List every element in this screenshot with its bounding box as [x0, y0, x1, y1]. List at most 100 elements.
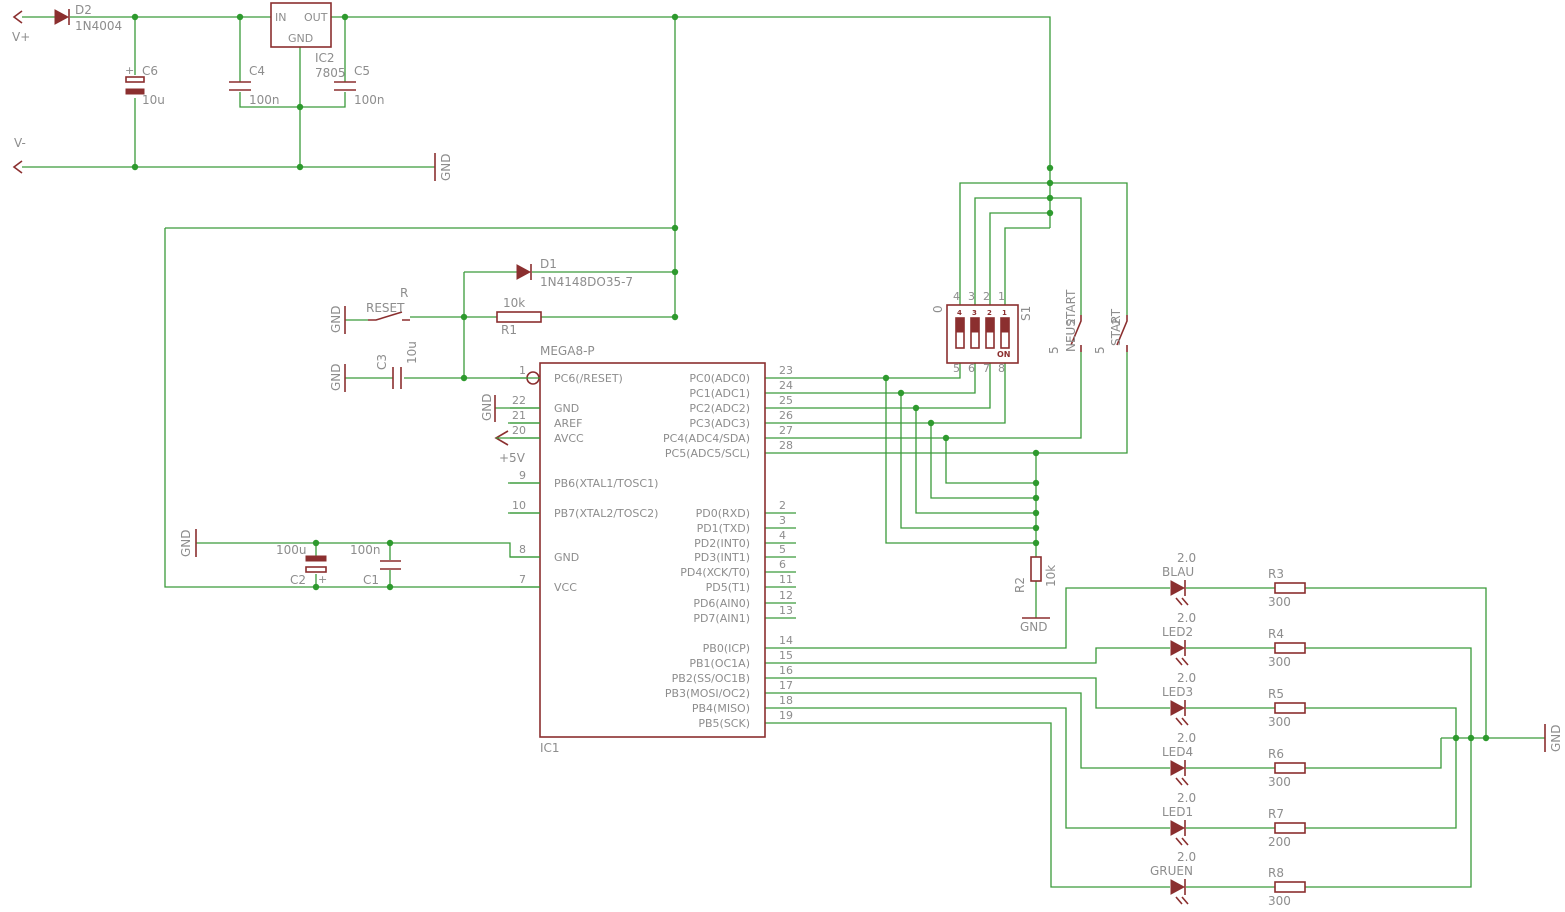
ic1-pin-num: 10	[512, 499, 526, 512]
dip-top-pin: 1	[998, 290, 1005, 303]
ic1-pin-label: PB5(SCK)	[698, 717, 750, 730]
supply-vplus: V+	[12, 10, 30, 44]
ic1-type: MEGA8-P	[540, 344, 595, 358]
r1-value: 10k	[503, 296, 525, 310]
regulator-ic2: IN OUT GND IC2 7805	[270, 2, 346, 80]
ic1-pin-label: PD4(XCK/T0)	[680, 566, 750, 579]
ic1-pin-label: AREF	[554, 417, 582, 430]
s1-on-label: ON	[997, 350, 1011, 359]
gnd-label-4: GND	[480, 393, 494, 421]
led-resistor	[1274, 822, 1306, 834]
dip-lever	[985, 317, 995, 333]
ic1-pin-label: PC5(ADC5/SCL)	[665, 447, 750, 460]
start-switch: START 5 2	[1093, 308, 1128, 354]
led-symbol	[1170, 760, 1186, 776]
c2-plus-sign: +	[318, 573, 327, 586]
dip-switch-num: 2	[987, 309, 992, 317]
ic1-pin-num: 4	[779, 529, 786, 542]
led-resistor-value: 300	[1268, 775, 1291, 789]
start-pin2: 2	[1110, 318, 1123, 325]
wires	[22, 16, 1545, 888]
ic1-pin-num: 16	[779, 664, 793, 677]
c1-name: C1	[363, 573, 379, 587]
resistor-r2: R2 10k GND	[1013, 556, 1058, 634]
ic1-pin-num: 18	[779, 694, 793, 707]
d2-value: 1N4004	[75, 19, 122, 33]
gnd-symbol-3: GND	[329, 363, 346, 392]
ic1-pin-label: PB6(XTAL1/TOSC1)	[554, 477, 658, 490]
ic1-pin-label: PD5(T1)	[706, 581, 750, 594]
ic2-value: 7805	[315, 66, 346, 80]
led-resistor	[1274, 762, 1306, 774]
d1-name: D1	[540, 257, 557, 271]
s1-name: S1	[1019, 306, 1033, 321]
ic1-pin-label: PD3(INT1)	[694, 551, 750, 564]
ic1-pin-num: 13	[779, 604, 793, 617]
c3-value: 10u	[405, 341, 419, 364]
ic1-pin-num: 28	[779, 439, 793, 452]
led-emission-icon	[1175, 837, 1189, 846]
c6-plus-sign: +	[125, 64, 134, 77]
ic1-pin-label: PD1(TXD)	[697, 522, 750, 535]
led-resistor-value: 200	[1268, 835, 1291, 849]
neustart-switch: NEUSTART 5 2	[1047, 289, 1082, 354]
gnd-label-2: GND	[329, 305, 343, 333]
capacitor-c2: + 100u C2	[276, 543, 327, 587]
ic1-pin-num: 20	[512, 424, 526, 437]
led-emission-icon	[1175, 717, 1189, 726]
ic1-pin-label: VCC	[554, 581, 577, 594]
c4-value: 100n	[249, 93, 280, 107]
led-symbol	[1170, 879, 1186, 895]
dip-bottom-pin: 5	[953, 362, 960, 375]
led-symbol	[1170, 820, 1186, 836]
ic1-pin-label: PB2(SS/OC1B)	[672, 672, 750, 685]
led-resistor-name: R5	[1268, 687, 1284, 701]
ic1-pin-num: 22	[512, 394, 526, 407]
c5-name: C5	[354, 64, 370, 78]
ic2-name: IC2	[315, 51, 335, 65]
dip-bottom-pin: 7	[983, 362, 990, 375]
ic1-pin-label: PC0(ADC0)	[689, 372, 750, 385]
d1-value: 1N4148DO35-7	[540, 275, 633, 289]
gnd-label-7: GND	[1549, 724, 1563, 752]
capacitor-c3: C3 10u	[375, 341, 419, 389]
ic1-pin-num: 8	[519, 543, 526, 556]
resistor-r1: 10k R1	[496, 296, 542, 337]
capacitor-c5: C5 100n	[334, 64, 385, 107]
led-resistor-value: 300	[1268, 894, 1291, 908]
led-resistor-value: 300	[1268, 715, 1291, 729]
led-value: 2.0	[1177, 731, 1196, 745]
capacitor-c4: C4 100n	[229, 64, 280, 107]
neustart-name: NEUSTART	[1064, 289, 1078, 352]
ic1-pin-label: PD6(AIN0)	[693, 597, 750, 610]
ic1-name: IC1	[540, 741, 560, 755]
vcc-symbol: +5V	[494, 430, 540, 465]
ic1-pin-label: PB3(MOSI/OC2)	[665, 687, 750, 700]
ic1-pin-label: PC2(ADC2)	[689, 402, 750, 415]
gnd-symbol-5: GND	[179, 529, 197, 557]
vplus-arrow-icon	[12, 10, 23, 24]
ic1-pin-num: 2	[779, 499, 786, 512]
ic1-pin-label: PD2(INT0)	[694, 537, 750, 550]
ic1-pin-num: 9	[519, 469, 526, 482]
gnd-symbol-7: GND	[1544, 724, 1563, 752]
ic1-pin-label: PD0(RXD)	[696, 507, 750, 520]
ic1-left-pins: 1PC6(/RESET)22GND21AREF20AVCC9PB6(XTAL1/…	[510, 364, 658, 594]
led-symbol	[1170, 640, 1186, 656]
reset-switch-ref: R	[400, 286, 408, 300]
dip-top-pin: 4	[953, 290, 960, 303]
ic1-pin-num: 25	[779, 394, 793, 407]
ic1-pin-num: 15	[779, 649, 793, 662]
c4-name: C4	[249, 64, 265, 78]
dip-switch-num: 4	[957, 309, 962, 317]
ic1-pin-num: 24	[779, 379, 793, 392]
led-name: LED3	[1162, 685, 1193, 699]
ic1-pin-num: 19	[779, 709, 793, 722]
vcc-label: +5V	[499, 451, 526, 465]
ic1-pin-num: 7	[519, 573, 526, 586]
c5-value: 100n	[354, 93, 385, 107]
led-value: 2.0	[1177, 551, 1196, 565]
